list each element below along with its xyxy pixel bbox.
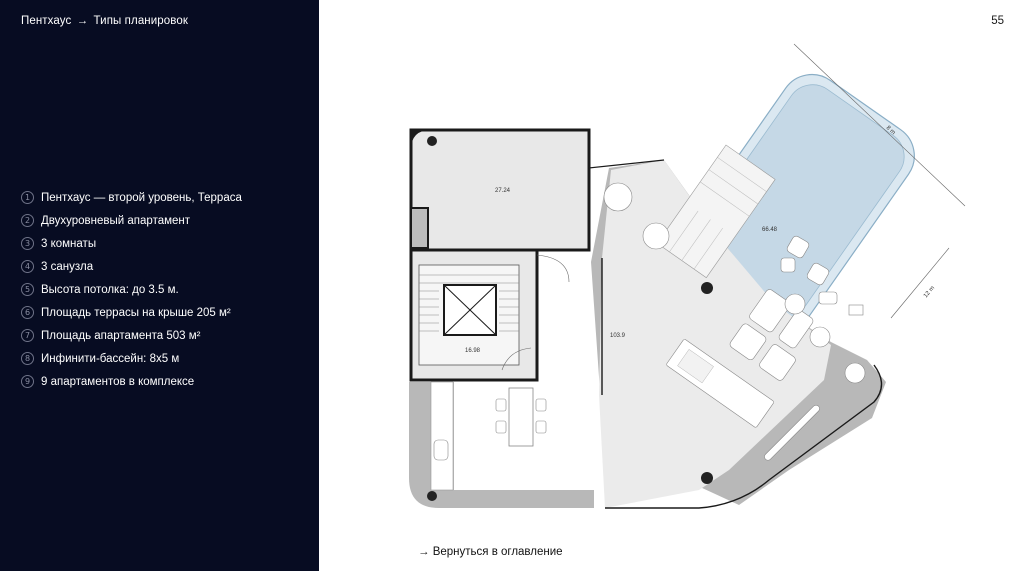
feature-text: Инфинити-бассейн: 8х5 м bbox=[41, 352, 180, 365]
feature-number: 9 bbox=[21, 375, 34, 388]
dimension-line bbox=[890, 247, 950, 319]
feature-text: 3 санузла bbox=[41, 260, 94, 273]
living-furniture bbox=[666, 289, 814, 428]
door-arc bbox=[536, 254, 570, 283]
feature-text: Площадь террасы на крыше 205 м² bbox=[41, 306, 231, 319]
building-outline bbox=[605, 364, 883, 509]
chair bbox=[535, 398, 547, 412]
feature-number: 1 bbox=[21, 191, 34, 204]
pool-width-label: 12 m bbox=[923, 285, 936, 299]
feature-text: 9 апартаментов в комплексе bbox=[41, 375, 195, 388]
main-panel: 55 8 m 12 m bbox=[319, 0, 1024, 571]
arrow-right-icon: → bbox=[76, 15, 89, 27]
feature-list: 1 Пентхаус — второй уровень, Терраса 2 Дву… bbox=[21, 186, 242, 393]
round-table bbox=[784, 293, 806, 315]
breadcrumb-section[interactable]: Пентхаус bbox=[21, 15, 72, 27]
column-dot bbox=[427, 491, 437, 501]
feature-item: 8 Инфинити-бассейн: 8х5 м bbox=[21, 347, 242, 370]
breadcrumb: Пентхаус → Типы планировок bbox=[21, 15, 188, 27]
feature-text: 3 комнаты bbox=[41, 237, 97, 250]
breadcrumb-page: Типы планировок bbox=[93, 15, 188, 27]
column-dot bbox=[701, 282, 713, 294]
feature-item: 1 Пентхаус — второй уровень, Терраса bbox=[21, 186, 242, 209]
terrace-deck bbox=[656, 144, 776, 279]
feature-item: 4 3 санузла bbox=[21, 255, 242, 278]
feature-item: 6 Площадь террасы на крыше 205 м² bbox=[21, 301, 242, 324]
pool-length-label: 8 m bbox=[885, 125, 896, 136]
dimension-line bbox=[793, 43, 966, 207]
building-outline bbox=[588, 130, 665, 169]
corner bbox=[411, 130, 431, 150]
page-number: 55 bbox=[991, 15, 1004, 27]
feature-item: 9 9 апартаментов в комплексе bbox=[21, 370, 242, 393]
feature-number: 8 bbox=[21, 352, 34, 365]
stairs bbox=[419, 274, 519, 332]
column-dot bbox=[701, 472, 713, 484]
round-table bbox=[844, 362, 866, 384]
feature-number: 2 bbox=[21, 214, 34, 227]
feature-item: 5 Высота потолка: до 3.5 м. bbox=[21, 278, 242, 301]
feature-number: 7 bbox=[21, 329, 34, 342]
feature-item: 3 3 комнаты bbox=[21, 232, 242, 255]
elevator-cross bbox=[443, 284, 497, 336]
back-to-contents-link[interactable]: → Вернуться в оглавление bbox=[418, 546, 563, 558]
chair bbox=[495, 398, 507, 412]
lounge-chairs bbox=[780, 235, 864, 316]
feature-number: 3 bbox=[21, 237, 34, 250]
feature-item: 2 Двухуровневый апартамент bbox=[21, 209, 242, 232]
feature-item: 7 Площадь апартамента 503 м² bbox=[21, 324, 242, 347]
dining-table bbox=[508, 387, 534, 447]
kitchen-counter bbox=[430, 381, 454, 491]
chair bbox=[495, 420, 507, 434]
chair bbox=[535, 420, 547, 434]
feature-number: 5 bbox=[21, 283, 34, 296]
round-table bbox=[603, 182, 633, 212]
terrace-bench bbox=[764, 404, 820, 461]
round-table bbox=[809, 326, 831, 348]
sink bbox=[433, 439, 449, 461]
area-stair-hall: 16.98 bbox=[465, 348, 481, 354]
feature-number: 6 bbox=[21, 306, 34, 319]
feature-text: Двухуровневый апартамент bbox=[41, 214, 191, 227]
area-living: 103.9 bbox=[610, 333, 626, 339]
floor-plan: 8 m 12 m bbox=[409, 43, 966, 509]
feature-text: Площадь апартамента 503 м² bbox=[41, 329, 201, 342]
feature-text: Высота потолка: до 3.5 м. bbox=[41, 283, 179, 296]
door-arc bbox=[501, 347, 532, 371]
area-room-top: 27.24 bbox=[495, 188, 511, 194]
feature-text: Пентхаус — второй уровень, Терраса bbox=[41, 191, 242, 204]
area-terrace: 66.48 bbox=[762, 227, 778, 233]
column-dot bbox=[427, 136, 437, 146]
shaft bbox=[410, 207, 429, 249]
round-table bbox=[642, 222, 670, 250]
feature-number: 4 bbox=[21, 260, 34, 273]
sidebar: Пентхаус → Типы планировок 1 Пентхаус — в… bbox=[0, 0, 319, 571]
